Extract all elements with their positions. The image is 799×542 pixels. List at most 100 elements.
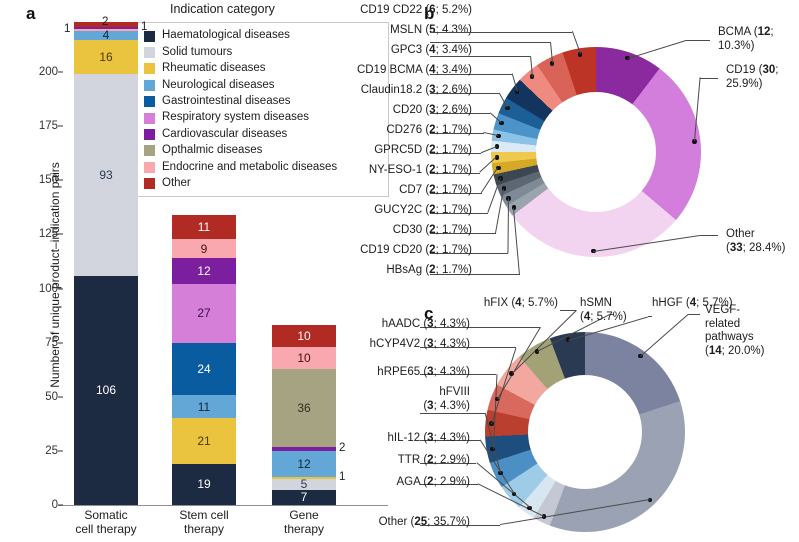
bar-segment[interactable]: 12 — [172, 258, 236, 285]
bar-segment[interactable] — [272, 476, 336, 480]
y-tick-label: 200 — [38, 66, 58, 79]
bar-segment-value: 36 — [297, 400, 311, 415]
x-tick-label-line: therapy — [183, 521, 225, 536]
donut-leader-line — [430, 42, 550, 43]
bar-segment[interactable]: 4 — [74, 29, 138, 41]
donut-slice-label: CD20 (3; 2.6%) — [392, 104, 472, 116]
donut-slice-label: hAADC (3; 4.3%) — [381, 318, 470, 330]
donut-leader-line — [506, 198, 509, 253]
bar-segment[interactable]: 36 — [272, 368, 336, 447]
donut-leader-line — [430, 213, 488, 214]
y-tick-mark — [58, 450, 63, 452]
y-tick-mark — [58, 71, 63, 73]
panel-b-donut-chart: b BCMA (12; 10.3%)CD19 (30; 25.9%)Other … — [357, 0, 799, 292]
donut-slice-label: Claudin18.2 (3; 2.6%) — [360, 84, 472, 96]
donut-leader-line — [700, 78, 718, 79]
donut-leader-line — [560, 310, 576, 311]
donut-leader-line — [430, 233, 496, 234]
donut-leader-line — [420, 413, 485, 414]
legend-swatch-icon — [144, 30, 155, 42]
donut-leader-line — [420, 484, 478, 485]
bar-segment-external-value: 1 — [64, 22, 71, 35]
donut-leader-line — [430, 253, 508, 254]
donut-slice-label: hHGF (4; 5.7%) — [652, 297, 733, 309]
donut-slice-label: NY-ESO-1 (2; 1.7%) — [368, 164, 472, 176]
y-tick-mark — [58, 233, 63, 235]
bar-segment[interactable]: 106 — [74, 275, 138, 505]
bar-segment-value: 24 — [197, 361, 211, 376]
donut-slice-label: hRPE65 (3; 4.3%) — [377, 366, 470, 378]
y-tick-label: 75 — [45, 336, 58, 349]
bar-segment[interactable]: 93 — [74, 74, 138, 276]
y-tick-label: 100 — [38, 282, 58, 295]
legend-swatch-icon — [144, 161, 155, 173]
legend-swatch-icon — [144, 145, 155, 157]
donut-slice-anchor-dot — [494, 155, 500, 160]
donut-leader-line — [430, 133, 484, 134]
legend-item-label: Rheumatic diseases — [162, 62, 266, 75]
bar-segment[interactable]: 27 — [172, 284, 236, 343]
donut-slice-label: CD19 CD20 (2; 1.7%) — [360, 244, 472, 256]
bar-segment[interactable]: 7 — [272, 489, 336, 505]
donut-slice-label: MSLN (5; 4.3%) — [390, 24, 472, 36]
donut-leader-line — [700, 235, 718, 236]
bar-segment[interactable]: 10 — [272, 347, 336, 369]
bar-segment[interactable] — [74, 22, 138, 27]
donut-slice-anchor-dot — [541, 514, 547, 519]
legend-item-4: Gastrointestinal diseases — [144, 94, 382, 110]
donut-leader-line — [420, 347, 516, 348]
donut-slice-label: CD7 (2; 1.7%) — [399, 184, 472, 196]
bar-segment[interactable]: 10 — [272, 325, 336, 348]
donut-leader-line — [430, 32, 572, 33]
bar-segment-value: 93 — [99, 167, 113, 182]
donut-leader-line — [430, 274, 520, 275]
donut-slice-anchor-dot — [692, 139, 697, 144]
donut-slice-anchor-dot — [498, 470, 503, 476]
x-tick-label-line: Somatic — [84, 508, 128, 522]
donut-slice-label: hCYP4V2 (3; 4.3%) — [369, 338, 470, 350]
donut-slice-label: hFVIII (3; 4.3%) — [423, 386, 470, 412]
legend-item-label: Gastrointestinal diseases — [162, 95, 291, 107]
bar-segment-external-value: 1 — [339, 470, 346, 483]
donut-leader-line — [420, 463, 476, 464]
x-tick-label-line: therapy — [283, 521, 325, 536]
bar-segment-value: 5 — [300, 477, 308, 492]
donut-leader-line — [688, 314, 700, 315]
bar-segment[interactable]: 24 — [172, 342, 236, 395]
legend-item-8: Endocrine and metabolic diseases — [144, 159, 382, 175]
donut-slice-anchor-dot — [496, 165, 501, 171]
bar-segment[interactable]: 5 — [272, 477, 336, 492]
bar-segment[interactable]: 19 — [172, 463, 236, 505]
panel-letter-a: a — [26, 4, 36, 23]
bar-segment[interactable]: 12 — [272, 450, 336, 477]
donut-slice-anchor-dot — [505, 105, 510, 111]
bar-segment[interactable] — [272, 446, 336, 451]
legend-item-label: Cardiovascular diseases — [162, 127, 288, 140]
bar-segment[interactable]: 9 — [172, 238, 236, 259]
bar-segment[interactable] — [74, 28, 138, 32]
y-tick-label: 175 — [38, 120, 58, 133]
y-tick-label: 25 — [45, 444, 58, 457]
x-tick-label-line: Gene — [289, 508, 319, 522]
y-tick-mark — [58, 125, 63, 127]
bar-segment-external-value: 1 — [141, 20, 148, 33]
donut-slice-label: CD19 CD22 (6; 5.2%) — [360, 4, 472, 16]
donut-slice-label: VEGF- related pathways (14; 20.0%) — [705, 304, 765, 357]
bar-segment-value: 10 — [297, 329, 311, 344]
x-tick-label-line: cell therapy — [75, 521, 137, 536]
bar-segment[interactable]: 16 — [74, 39, 138, 75]
bar-segment[interactable]: 11 — [172, 215, 236, 239]
bar-segment[interactable] — [74, 26, 138, 29]
donut-slice-anchor-dot — [498, 176, 503, 181]
legend-item-3: Neurological diseases — [144, 77, 382, 93]
bar-segment[interactable]: 21 — [172, 418, 236, 464]
legend-swatch-icon — [144, 79, 155, 91]
bar-segment[interactable]: 11 — [172, 394, 236, 419]
